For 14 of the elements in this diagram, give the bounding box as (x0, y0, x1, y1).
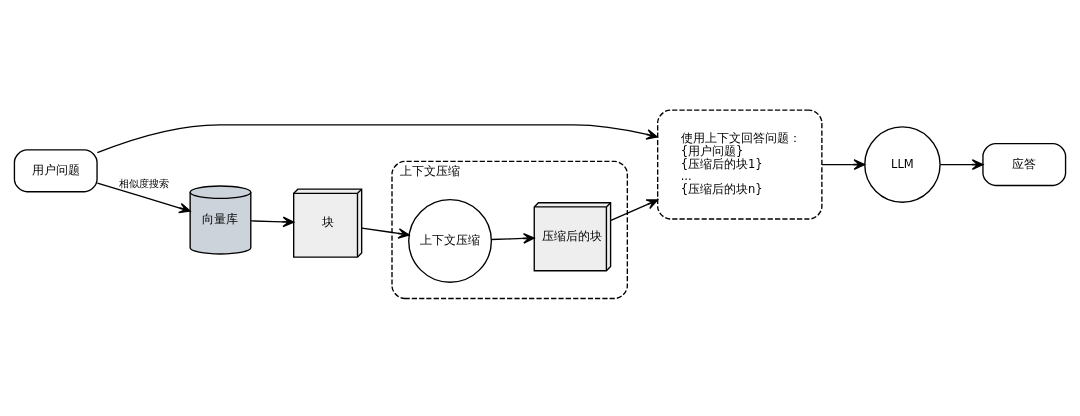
node-circle: 上下文压缩 (408, 198, 493, 283)
arrow (361, 226, 410, 239)
arrow (821, 158, 866, 170)
node-box: 用户问题 (13, 148, 98, 192)
edge-label: 相似度搜索 (118, 176, 169, 189)
node-box: 使用上下文回答问题： {用户问题} {压缩后的块1} ... {压缩后的块n} (657, 109, 823, 220)
node-circle: LLM (864, 125, 941, 203)
arrow (610, 198, 659, 221)
arrow (939, 158, 984, 170)
arrow (250, 215, 295, 227)
arrow (96, 181, 191, 213)
arrow (96, 123, 658, 153)
arrow (490, 232, 535, 244)
node-box: 应答 (982, 142, 1067, 186)
